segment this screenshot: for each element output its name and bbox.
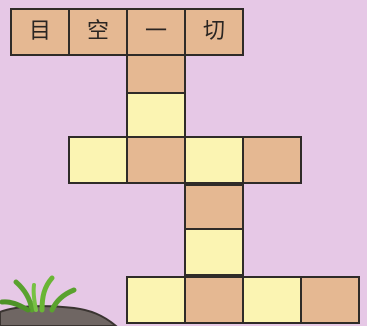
blank-cell-3: [68, 136, 128, 184]
blank-cell-7: [184, 184, 244, 232]
word-char-3: 一: [145, 21, 167, 43]
word-char-2: 空: [87, 21, 109, 43]
word-cell-2: 空: [68, 8, 128, 56]
word-cell-1: 目: [10, 8, 70, 56]
blank-cell-5: [184, 136, 244, 184]
word-cell-3: 一: [126, 8, 186, 56]
blank-cell-9: [126, 276, 186, 324]
blank-cell-12: [300, 276, 360, 324]
word-cell-4: 切: [184, 8, 244, 56]
blank-cell-8: [184, 228, 244, 276]
blank-cell-11: [242, 276, 302, 324]
blank-cell-4: [126, 136, 186, 184]
word-char-1: 目: [29, 21, 51, 43]
blank-cell-10: [184, 276, 244, 324]
word-char-4: 切: [203, 21, 225, 43]
blank-cell-2: [126, 92, 186, 140]
blank-cell-6: [242, 136, 302, 184]
potted-plant-icon: [0, 270, 120, 326]
